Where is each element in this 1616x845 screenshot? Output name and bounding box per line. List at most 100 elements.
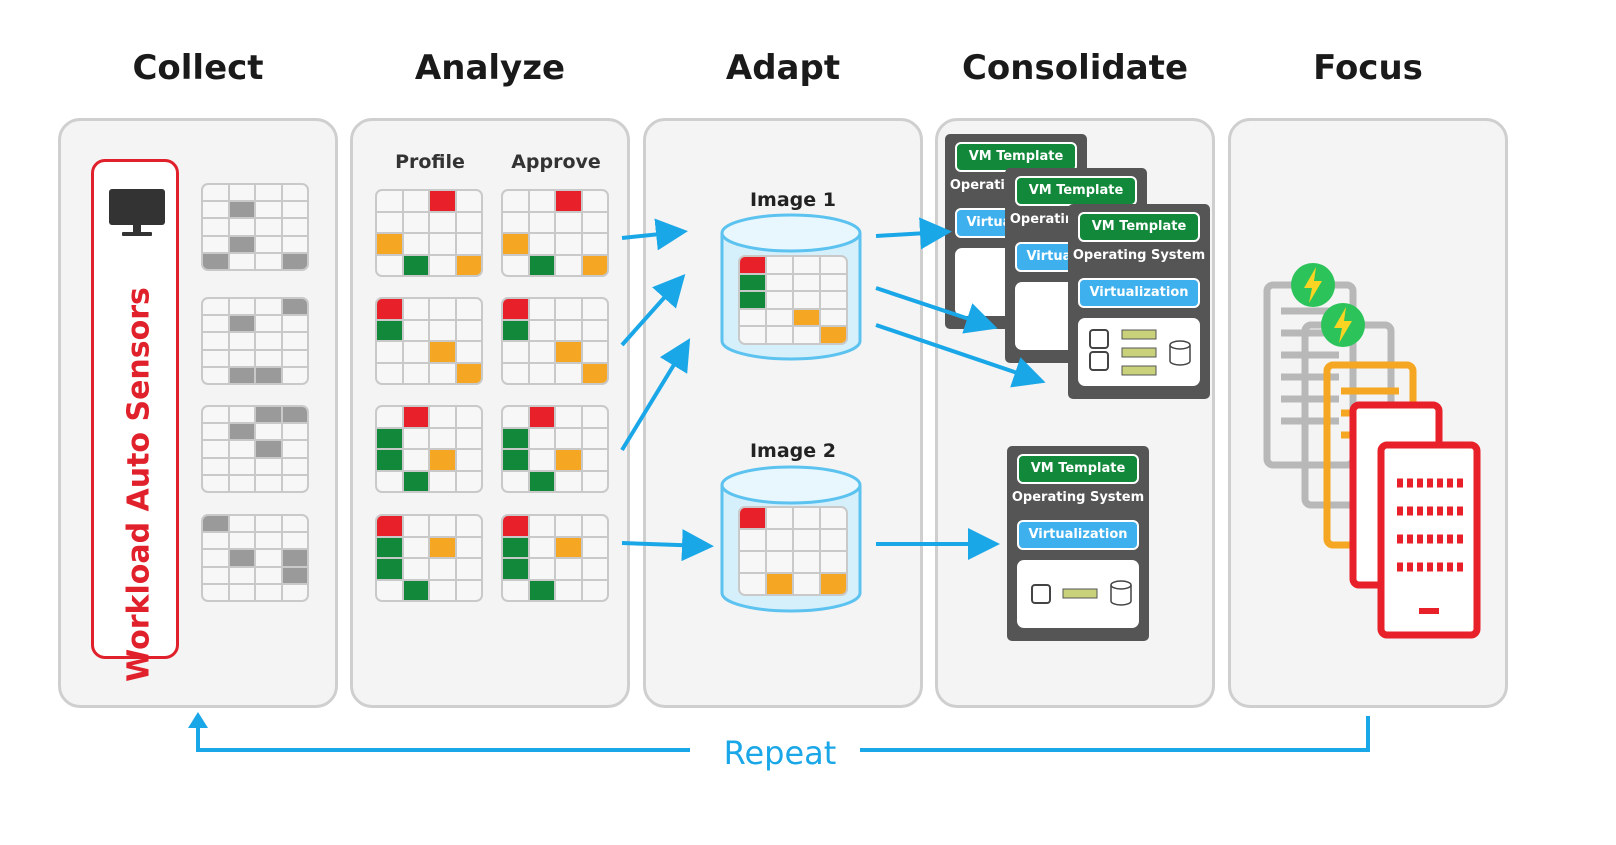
grid-cell <box>256 219 281 235</box>
grid-cell <box>529 559 554 579</box>
grid-cell <box>430 450 455 470</box>
grid-cell <box>556 234 581 254</box>
approve-grid <box>501 514 609 602</box>
grid-cell <box>229 516 254 532</box>
vm-template-label: VM Template <box>1015 176 1137 206</box>
grid-cell <box>821 257 846 273</box>
grid-cell <box>821 530 846 550</box>
grid-cell <box>256 516 281 532</box>
grid-cell <box>256 458 281 474</box>
grid-cell <box>203 516 228 532</box>
grid-cell <box>503 342 528 362</box>
vm-template-card: VM Template Operating System Virtualizat… <box>1068 204 1210 399</box>
stage-title-analyze: Analyze <box>414 48 566 88</box>
approve-grid <box>501 405 609 493</box>
grid-cell <box>377 559 402 579</box>
collect-grid <box>201 183 309 271</box>
grid-cell <box>430 299 455 319</box>
analyze-panel: Profile Approve <box>350 118 630 708</box>
grid-cell <box>229 299 254 315</box>
grid-cell <box>503 471 528 491</box>
grid-cell <box>203 407 228 423</box>
grid-cell <box>229 584 254 600</box>
grid-cell <box>377 320 402 340</box>
grid-cell <box>556 407 581 427</box>
grid-cell <box>556 299 581 319</box>
grid-cell <box>582 320 607 340</box>
grid-cell <box>377 255 402 275</box>
grid-cell <box>403 342 428 362</box>
grid-cell <box>767 292 792 308</box>
image-1-label: Image 1 <box>749 189 836 211</box>
grid-cell <box>529 342 554 362</box>
grid-cell <box>582 450 607 470</box>
grid-cell <box>456 363 481 383</box>
image-1-grid <box>738 255 848 345</box>
grid-cell <box>203 475 228 491</box>
grid-cell <box>740 327 765 343</box>
grid-cell <box>582 407 607 427</box>
grid-cell <box>503 320 528 340</box>
grid-cell <box>740 552 765 572</box>
grid-cell <box>556 471 581 491</box>
approve-heading: Approve <box>511 151 601 173</box>
grid-cell <box>794 327 819 343</box>
grid-cell <box>256 350 281 366</box>
grid-cell <box>556 255 581 275</box>
grid-cell <box>456 537 481 557</box>
grid-cell <box>821 552 846 572</box>
grid-cell <box>556 580 581 600</box>
grid-cell <box>503 428 528 448</box>
grid-cell <box>203 550 228 566</box>
grid-cell <box>456 191 481 211</box>
grid-cell <box>529 516 554 536</box>
grid-cell <box>740 274 765 291</box>
grid-cell <box>556 428 581 448</box>
grid-cell <box>529 234 554 254</box>
grid-cell <box>256 236 281 252</box>
grid-cell <box>503 407 528 427</box>
grid-cell <box>529 580 554 600</box>
grid-cell <box>556 559 581 579</box>
grid-cell <box>282 584 307 600</box>
stage-title-consolidate: Consolidate <box>961 48 1188 88</box>
repeat-loop-arrow <box>196 716 1370 752</box>
grid-cell <box>203 316 228 332</box>
grid-cell <box>282 253 307 269</box>
grid-cell <box>456 212 481 232</box>
collect-panel: Workload Auto Sensors <box>58 118 338 708</box>
grid-cell <box>203 350 228 366</box>
grid-cell <box>767 530 792 550</box>
grid-cell <box>456 255 481 275</box>
grid-cell <box>529 471 554 491</box>
grid-cell <box>377 234 402 254</box>
grid-cell <box>503 537 528 557</box>
server-rack-icon <box>1263 281 1481 639</box>
grid-cell <box>229 458 254 474</box>
grid-cell <box>556 363 581 383</box>
grid-cell <box>256 299 281 315</box>
grid-cell <box>377 299 402 319</box>
grid-cell <box>377 212 402 232</box>
operating-system-label: Operating System <box>1072 248 1206 263</box>
grid-cell <box>430 537 455 557</box>
vm-template-label: VM Template <box>1017 454 1139 484</box>
grid-cell <box>767 552 792 572</box>
monitor-icon <box>109 189 165 236</box>
image-2-grid <box>738 506 848 596</box>
hardware-panel <box>1078 318 1200 386</box>
grid-cell <box>556 320 581 340</box>
grid-cell <box>456 559 481 579</box>
profile-grid <box>375 189 483 277</box>
profile-grid <box>375 297 483 385</box>
grid-cell <box>529 450 554 470</box>
grid-cell <box>529 191 554 211</box>
image-2-label: Image 2 <box>749 440 836 462</box>
grid-cell <box>377 428 402 448</box>
cpu-chip-icon <box>1089 329 1109 371</box>
grid-cell <box>256 253 281 269</box>
grid-cell <box>229 367 254 383</box>
grid-cell <box>529 299 554 319</box>
grid-cell <box>767 574 792 594</box>
